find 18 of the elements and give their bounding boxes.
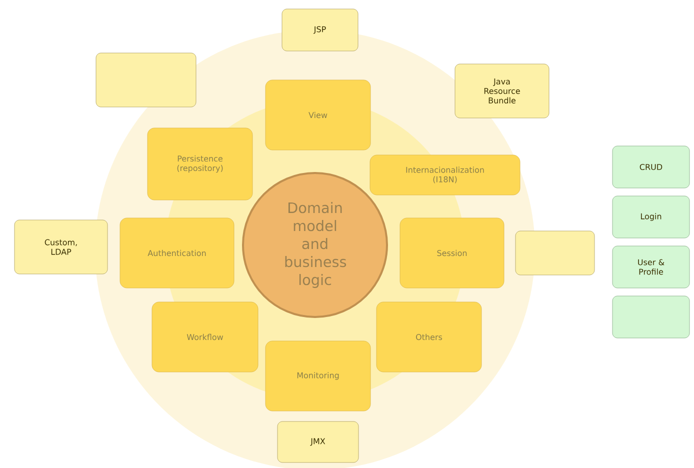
empty-feature-box: [612, 296, 690, 338]
technology-box: JSP: [282, 8, 358, 52]
module-box: Workflow: [152, 302, 258, 372]
feature-box: CRUD: [612, 146, 690, 188]
technology-box: JMX: [277, 421, 359, 463]
module-box: Others: [376, 302, 482, 372]
module-box: Internacionalization (I18N): [370, 154, 520, 196]
technology-box: Custom, LDAP: [14, 220, 108, 274]
feature-box: User & Profile: [612, 246, 690, 288]
module-box: Authentication: [120, 218, 234, 288]
technology-box: Java Resource Bundle: [454, 64, 550, 118]
feature-box: Login: [612, 196, 690, 238]
module-box: Session: [400, 218, 504, 288]
empty-technology-box: [96, 52, 196, 108]
empty-technology-box: [515, 230, 595, 276]
module-box: Persistence (repository): [147, 128, 253, 200]
module-box: View: [265, 80, 371, 150]
module-box: Monitoring: [265, 340, 371, 412]
